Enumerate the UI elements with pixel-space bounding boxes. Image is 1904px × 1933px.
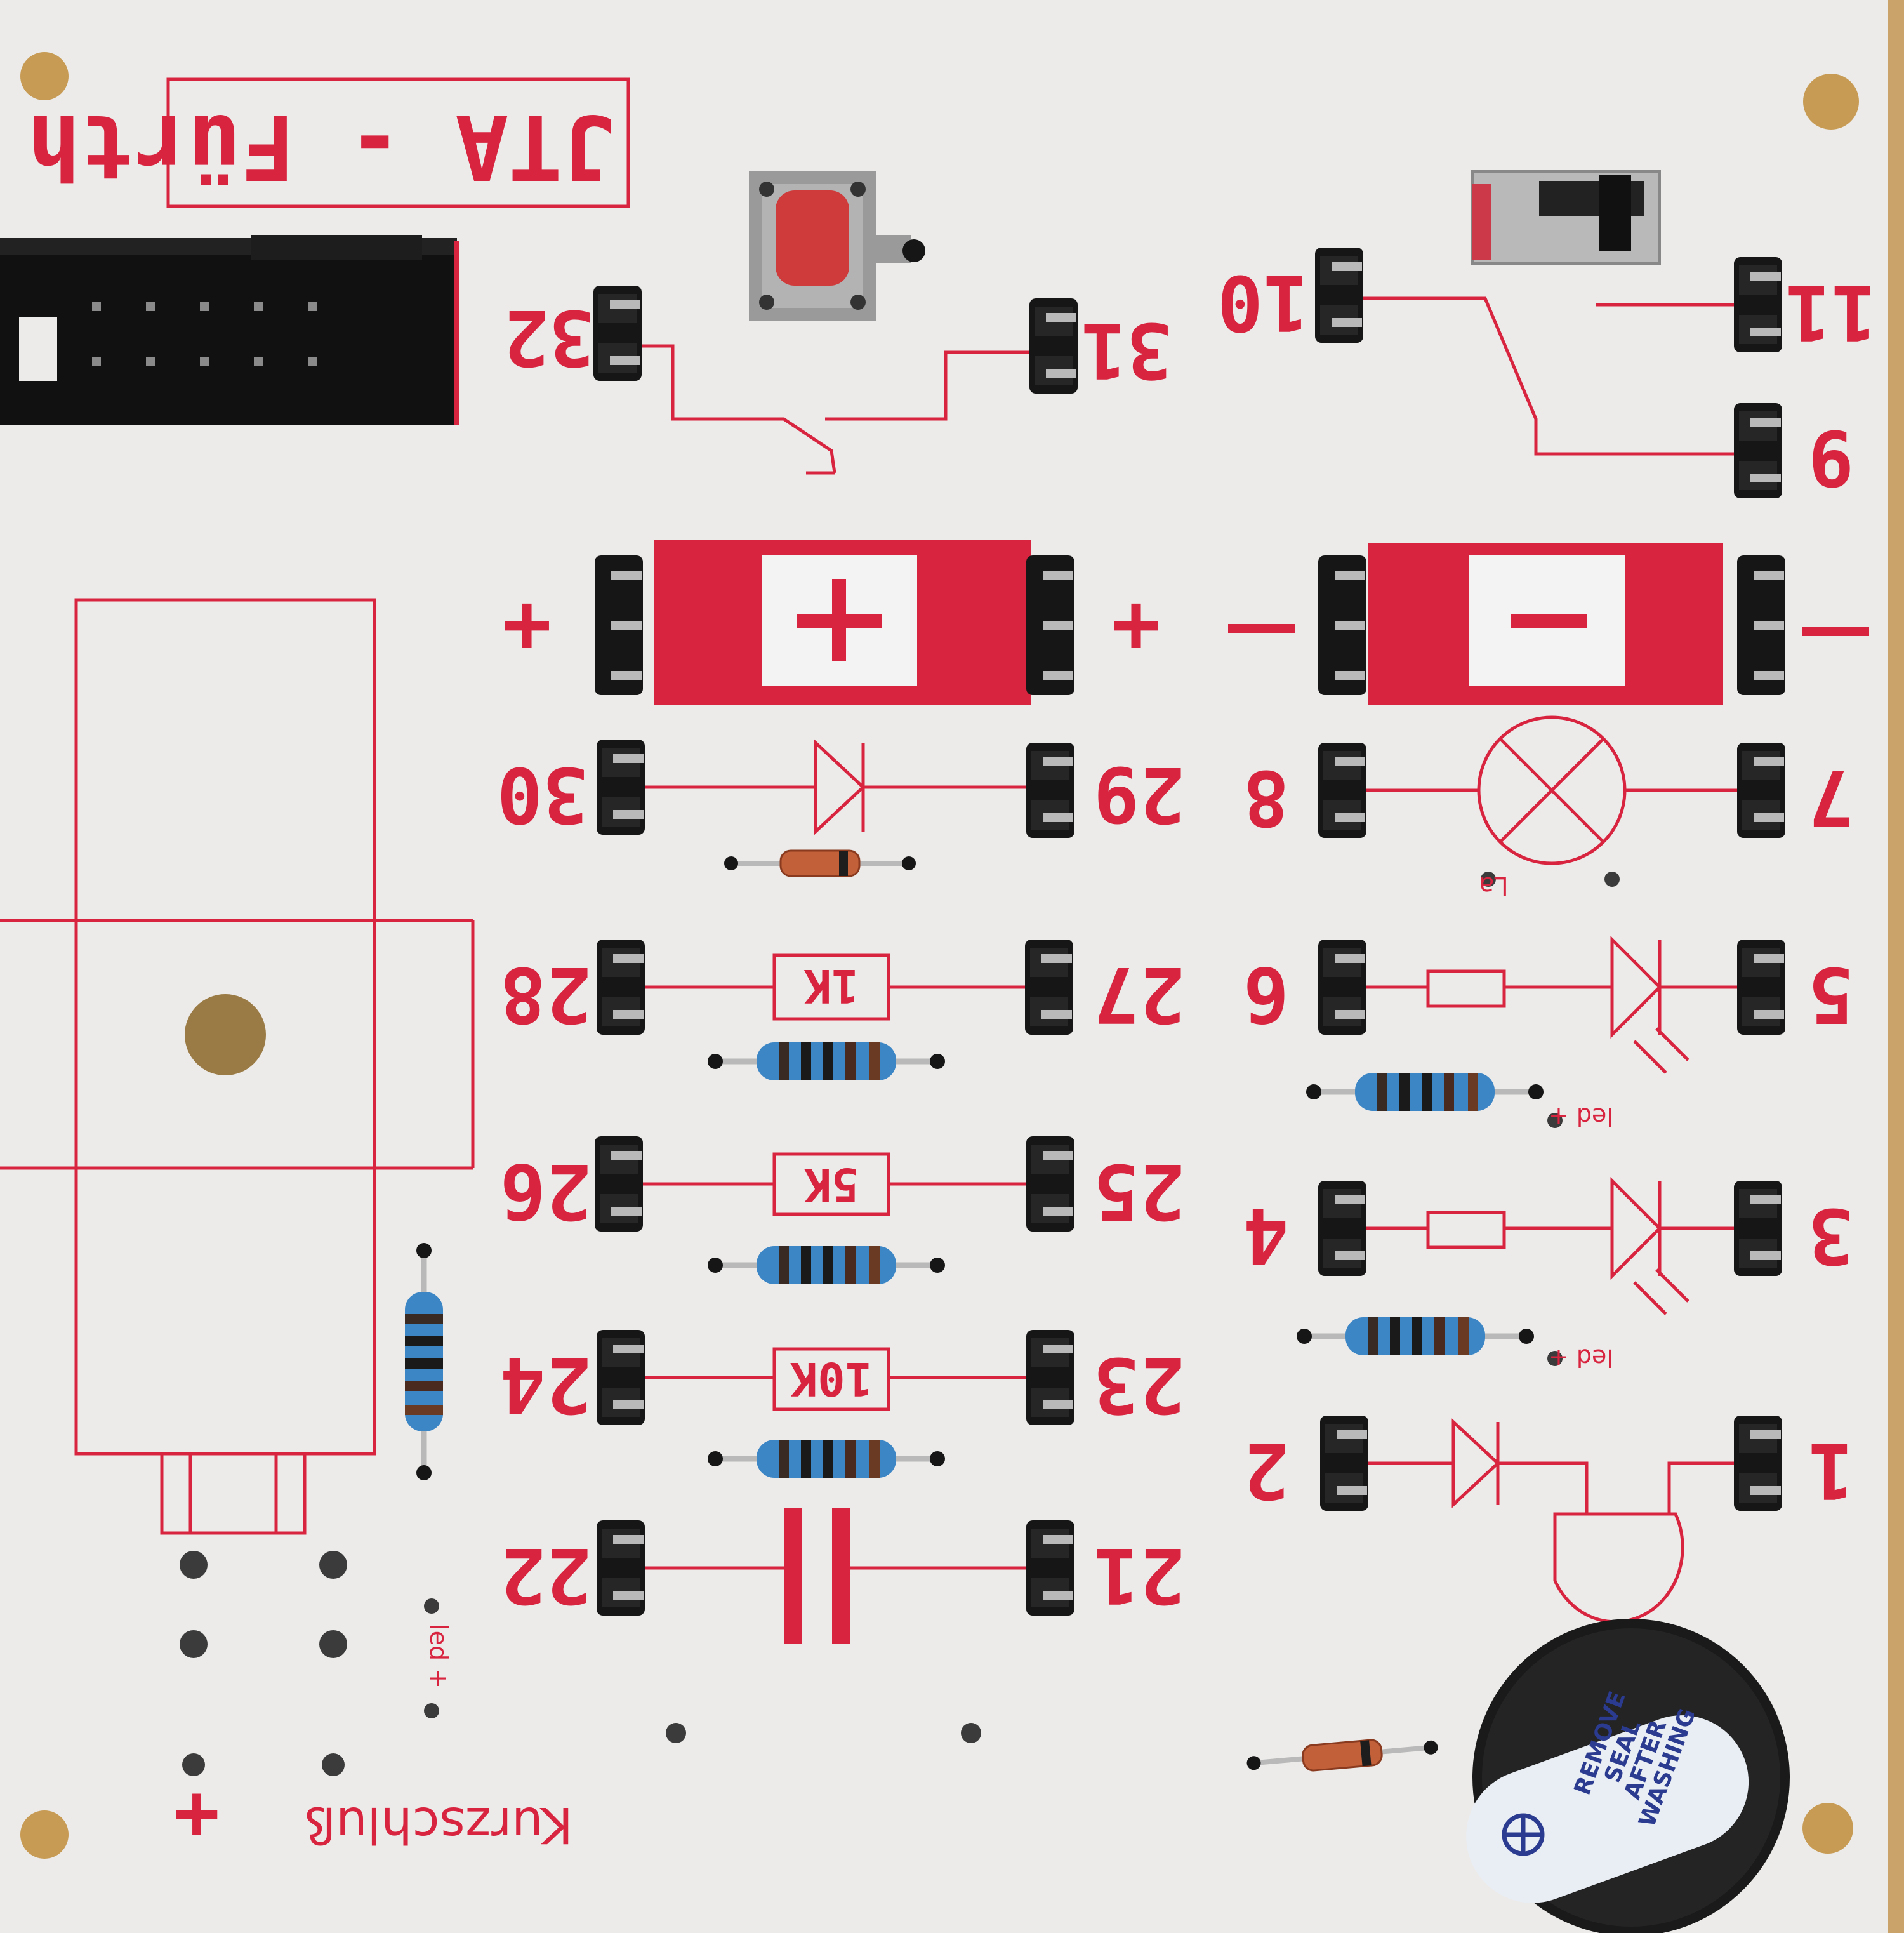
pin-25: 25 — [1093, 1146, 1186, 1235]
pin-29: 29 — [1093, 750, 1186, 838]
buzzer — [1466, 1619, 1790, 1933]
pin-4: 4 — [1243, 1191, 1290, 1279]
pin-11: 11 — [1785, 267, 1877, 355]
short-circuit-label: Kurzschluß — [305, 1796, 573, 1853]
mount-hole-bl — [20, 1810, 69, 1859]
mount-hole-tr — [1803, 74, 1859, 130]
pin-10: 10 — [1217, 258, 1309, 346]
pin-28: 28 — [499, 950, 592, 1038]
mount-hole-br — [1802, 1803, 1853, 1854]
push-button — [749, 171, 925, 321]
resistor-10k-label: 10K — [790, 1352, 873, 1405]
resistor-5k-label: 5K — [803, 1158, 859, 1211]
pin-6: 6 — [1243, 950, 1290, 1038]
pin-2: 2 — [1243, 1426, 1290, 1514]
rail-plus-left: + — [501, 580, 552, 677]
lamp-label: La — [1479, 871, 1509, 900]
pin-7: 7 — [1808, 753, 1854, 841]
led-label-2: led + — [1549, 1344, 1613, 1372]
led-label-1: led + — [1549, 1103, 1613, 1131]
slide-switch — [1471, 170, 1661, 265]
resistor-1k-label: 1K — [803, 959, 859, 1013]
pin-24: 24 — [499, 1340, 592, 1428]
pin-27: 27 — [1093, 950, 1186, 1038]
bottom-plus-label: + — [173, 1772, 220, 1860]
pin-22: 22 — [499, 1531, 592, 1619]
pin-30: 30 — [496, 750, 589, 838]
pin-26: 26 — [499, 1146, 592, 1235]
pin-5: 5 — [1808, 950, 1854, 1038]
pin-9: 9 — [1808, 413, 1854, 502]
battery-outline — [0, 598, 475, 1535]
led-label-3: led + — [424, 1624, 453, 1689]
pin-8: 8 — [1243, 753, 1290, 841]
pin-21: 21 — [1093, 1531, 1186, 1619]
pin-1: 1 — [1808, 1426, 1854, 1514]
pin-31: 31 — [1080, 305, 1173, 394]
mount-hole-tl — [20, 52, 69, 100]
pin-3: 3 — [1808, 1191, 1854, 1279]
pin-32: 32 — [503, 293, 595, 381]
board-title: JTA - Fürth — [27, 95, 616, 198]
center-hole — [185, 994, 266, 1075]
pin-23: 23 — [1093, 1340, 1186, 1428]
rail-plus-right: + — [1111, 580, 1161, 677]
idc-connector — [0, 235, 459, 425]
